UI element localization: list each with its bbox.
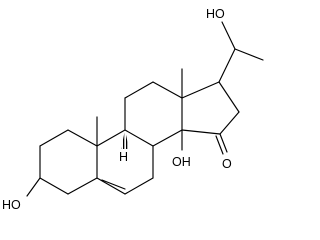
label-ho-ring-a: HO [2, 198, 21, 212]
ring-c [124, 81, 183, 147]
ring-a [39, 129, 98, 195]
label-oh-c14: OH [172, 155, 191, 169]
label-o-c15: O [222, 157, 232, 171]
ring-d [181, 81, 240, 135]
ketone-c15-bond [215, 133, 228, 155]
ring-b [96, 129, 154, 195]
oh-ring-a-bond [26, 177, 41, 197]
label-h-c9: H [119, 150, 128, 164]
hashed-wedge-h-c9 [121, 130, 129, 149]
label-ho-side-chain: HO [206, 7, 225, 21]
side-chain [218, 21, 264, 83]
double-bond-c5-c6 [101, 179, 126, 190]
steroid-structure-diagram: HO HO OH O H [2, 7, 264, 212]
